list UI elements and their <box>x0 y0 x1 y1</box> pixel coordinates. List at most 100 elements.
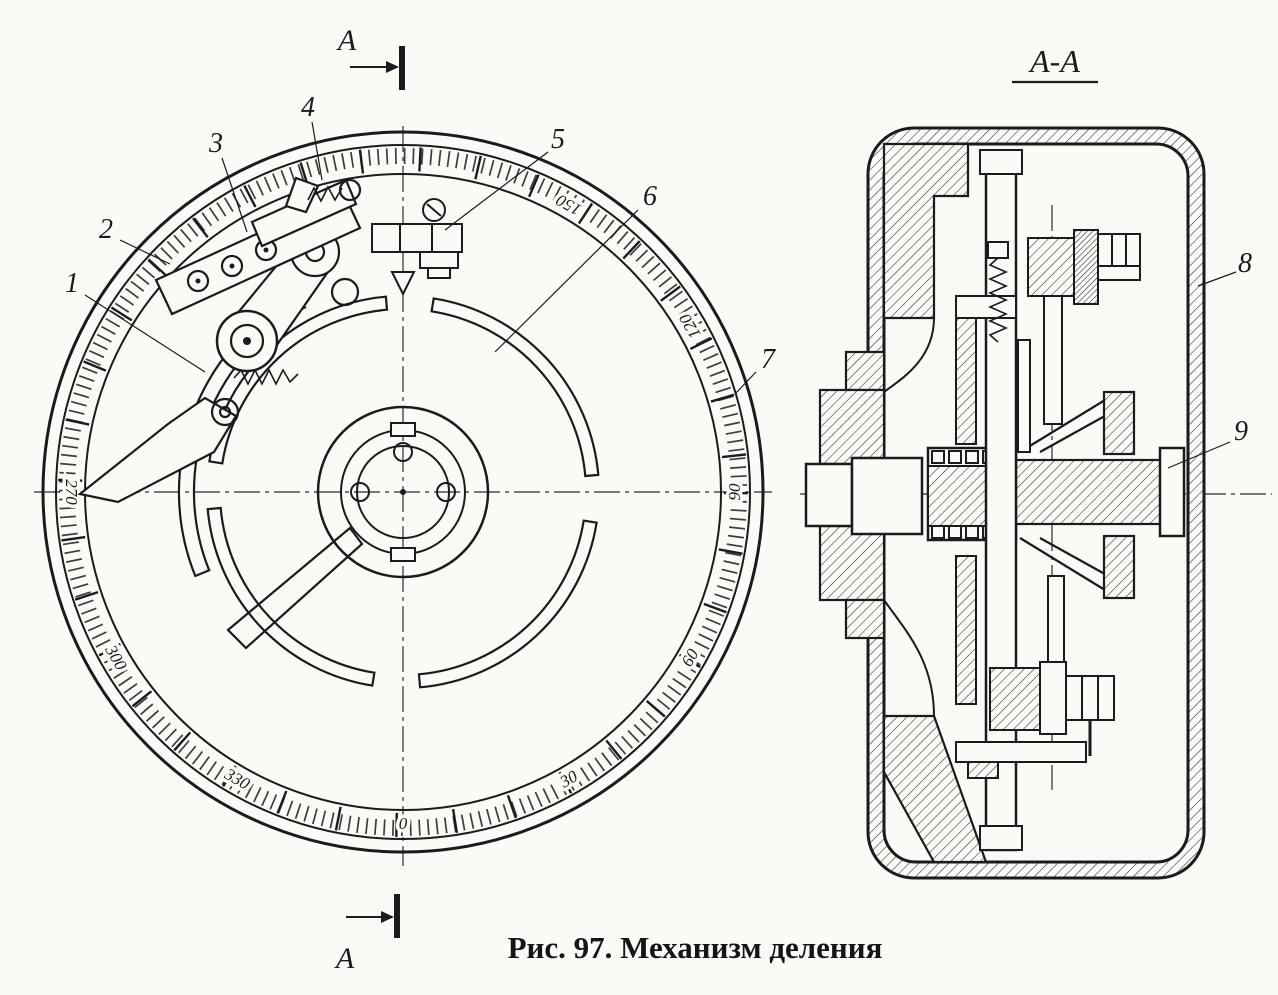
callout-6-leader <box>494 209 639 353</box>
callout-8-leader <box>1197 271 1237 287</box>
adjuster-screw-slot <box>426 203 442 217</box>
flange-web-upper2 <box>1039 411 1113 453</box>
callout-1: 1 <box>65 268 79 299</box>
link-roller <box>330 277 360 307</box>
callout-6: 6 <box>643 181 657 212</box>
bracket-bolt <box>220 254 244 278</box>
bracket-spring <box>307 185 343 203</box>
callout-9-leader <box>1167 441 1231 469</box>
dial-tick-ring-major <box>58 147 748 837</box>
section-view-title: А-А <box>1028 43 1080 79</box>
upper-bolt-shank <box>1073 229 1099 305</box>
bracket-bolt <box>186 269 210 293</box>
left-flange-top <box>818 388 886 466</box>
disc-top-block <box>979 149 1023 175</box>
dial-degree-label-30: 30 <box>556 766 582 792</box>
input-shaft-step <box>850 456 924 536</box>
pawl-spring <box>233 368 299 386</box>
bearing-roller <box>931 450 945 464</box>
callout-2: 2 <box>99 214 113 245</box>
bearing-roller <box>965 525 979 539</box>
index-disc-segment <box>206 506 376 687</box>
upper-stud <box>1043 295 1063 425</box>
detent-tooth <box>390 271 416 297</box>
bearing-roller <box>948 450 962 464</box>
section-letter-bottom: А <box>334 942 355 975</box>
main-shaft <box>1014 390 1186 600</box>
upper-assembly <box>955 229 1141 453</box>
index-disc <box>206 295 600 689</box>
callout-leaders-front <box>84 121 757 395</box>
left-flange-step-top <box>844 350 886 392</box>
dial-tick-ring-minor <box>59 148 747 836</box>
housing-bell-upper-contour <box>883 317 935 393</box>
section-arrowhead-top <box>386 61 399 73</box>
section-view: А-А <box>800 43 1272 880</box>
callout-3: 3 <box>208 128 223 159</box>
upper-bolt-washer <box>1097 265 1141 281</box>
index-disc-segment <box>430 297 600 478</box>
shaft-end-cap <box>1158 446 1186 538</box>
input-shaft <box>804 456 924 536</box>
lower-bolt-block <box>989 667 1041 731</box>
hub-inner-circle <box>356 445 450 539</box>
section-marker-bottom: А <box>334 894 400 975</box>
lower-bolt-head <box>1065 675 1115 721</box>
sector-arm-link <box>226 526 364 650</box>
callout-1-leader <box>84 294 206 373</box>
hub-bolt-hole-top <box>393 442 413 462</box>
callout-4: 4 <box>301 92 315 123</box>
callout-9: 9 <box>1234 416 1248 447</box>
hub-keyway-top <box>390 422 416 437</box>
flange-web-lower2 <box>1039 537 1113 579</box>
upper-pin <box>1017 339 1031 453</box>
pivot-center-dot <box>243 337 251 345</box>
callout-numbers-section: 8 9 <box>1234 248 1252 447</box>
pawl-lever <box>77 368 299 504</box>
flange-web-lower <box>1019 537 1106 591</box>
front-view: 150 120 90 60 30 0 330 300 270 <box>34 121 772 866</box>
adjuster-screw <box>422 198 446 222</box>
bracket-screw <box>338 178 362 202</box>
lower-bolt-shank <box>1039 661 1067 735</box>
hub <box>316 405 490 579</box>
bearing-roller <box>931 525 945 539</box>
disc-bottom-block <box>979 825 1023 851</box>
callout-7-leader <box>734 371 757 395</box>
lower-assembly <box>955 555 1115 779</box>
callout-8: 8 <box>1238 248 1252 279</box>
pawl-lever-body <box>77 396 238 504</box>
hub-center-dot <box>400 489 406 495</box>
callout-3-leader <box>221 157 248 233</box>
index-disc-segment <box>417 519 598 689</box>
lower-base-plate <box>955 741 1087 763</box>
callout-5: 5 <box>551 124 565 155</box>
hub-bolt-hole-right <box>436 482 456 502</box>
adjuster-block-small <box>427 267 451 279</box>
callout-4-leader <box>311 121 323 181</box>
adjuster-plate <box>371 223 463 253</box>
section-marker-top: А <box>336 24 405 90</box>
housing-topleft-mass <box>882 142 970 320</box>
callout-5-leader <box>444 151 549 231</box>
hub-outer-circle <box>316 405 490 579</box>
lower-bracket-plate <box>955 555 977 705</box>
dial-degree-label-270: 270 <box>62 479 81 505</box>
housing-bottomleft-mass <box>882 714 988 864</box>
pawl-lever-screw-center <box>218 405 232 419</box>
bracket-bolt-dot <box>195 278 201 284</box>
index-disc-segment <box>208 295 389 465</box>
hub-bolt-hole-left <box>350 482 370 502</box>
adjuster-assembly <box>371 198 463 279</box>
upper-bracket-bar <box>955 295 1017 319</box>
flange-rim-upper <box>1102 390 1136 456</box>
bearing-roller <box>965 450 979 464</box>
dial-degree-label-90: 90 <box>725 483 744 501</box>
lower-foot <box>967 761 999 779</box>
upper-bolt-block <box>1027 237 1075 297</box>
ratchet-bracket <box>154 176 362 316</box>
pawl-lever-screw <box>210 397 240 427</box>
upper-bolt-nut <box>1097 233 1141 267</box>
